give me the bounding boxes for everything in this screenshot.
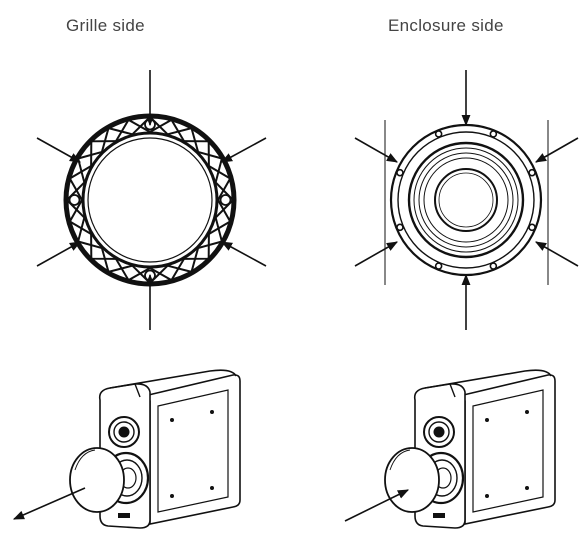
screw: [434, 130, 443, 138]
grille-arrows: [36, 70, 267, 330]
truss-segment: [149, 258, 185, 282]
cabinet-side: [137, 374, 241, 525]
grille-peg: [219, 194, 232, 206]
truss-segment: [183, 140, 210, 167]
arrow-icon: [36, 137, 81, 163]
truss-segment: [214, 199, 234, 242]
screw: [489, 262, 498, 270]
speaker-driver-icon: [384, 120, 549, 285]
tweeter-dome: [118, 426, 130, 438]
screw: [528, 223, 536, 232]
truss-segment: [214, 158, 234, 201]
truss-segment: [115, 258, 151, 282]
arrow-icon: [354, 137, 398, 163]
truss-segment: [208, 199, 232, 235]
screw: [489, 130, 498, 138]
screw: [434, 262, 443, 270]
speaker-cabinet-icon: [384, 369, 556, 529]
grille-peg: [68, 194, 81, 206]
truss-segment: [190, 240, 223, 273]
truss-segment: [90, 140, 117, 167]
panel-screw: [170, 418, 174, 422]
arrow-icon: [221, 137, 267, 163]
panel-screw: [485, 418, 489, 422]
speaker-cabinet-icon: [69, 369, 241, 529]
arrow-icon: [535, 241, 579, 267]
truss-segment: [108, 116, 151, 136]
truss-segment: [90, 233, 117, 260]
arrow-icon: [535, 137, 579, 163]
truss-segment: [149, 264, 192, 284]
truss-segment: [190, 127, 223, 160]
logo-badge: [118, 513, 130, 518]
grille-disc: [69, 447, 125, 513]
arrow-icon: [12, 487, 86, 520]
truss-segment: [183, 233, 210, 260]
truss-segment: [149, 118, 185, 142]
truss-segment: [77, 240, 110, 273]
truss-segment: [68, 199, 92, 235]
logo-badge: [433, 513, 445, 518]
truss-segment: [66, 199, 86, 242]
grille-ring-icon: [63, 113, 237, 287]
arrow-icon: [354, 241, 398, 267]
panel-screw: [525, 486, 529, 490]
truss-segment: [115, 118, 151, 142]
grille-side-label: Grille side: [66, 16, 145, 35]
tweeter-dome: [433, 426, 445, 438]
truss-segment: [108, 264, 151, 284]
panel-screw: [485, 494, 489, 498]
truss-segment: [149, 116, 192, 136]
truss-segment: [77, 127, 110, 160]
grille-disc: [384, 447, 440, 513]
panel-screw: [210, 486, 214, 490]
panel-screw: [525, 410, 529, 414]
enclosure-side-label: Enclosure side: [388, 16, 504, 35]
arrow-icon: [36, 241, 81, 267]
truss-segment: [68, 165, 92, 201]
screw: [528, 168, 536, 177]
truss-segment: [66, 158, 86, 201]
truss-segment: [208, 165, 232, 201]
enclosure-arrows: [354, 70, 579, 330]
screw: [396, 223, 404, 232]
screw: [396, 168, 404, 177]
cabinet-side: [452, 374, 556, 525]
arrow-icon: [221, 241, 267, 267]
arrow-icon: [344, 489, 410, 522]
panel-screw: [170, 494, 174, 498]
panel-screw: [210, 410, 214, 414]
